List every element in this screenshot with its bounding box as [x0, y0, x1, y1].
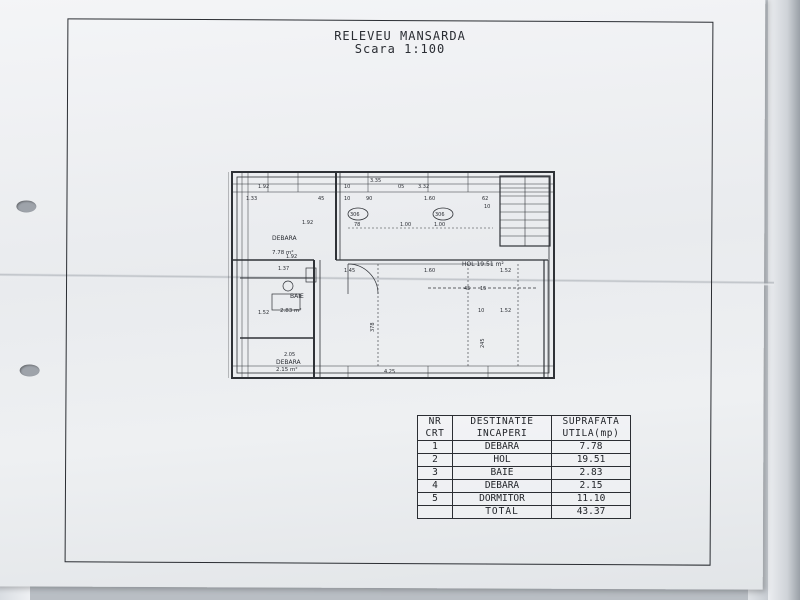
- toilet-icon: [282, 280, 294, 292]
- drawing-scale: Scara 1:100: [354, 42, 446, 56]
- floor-plan: 306 306 DEBARA 7.78 m² HOL 19.51 m² BAIE…: [228, 171, 555, 379]
- sink-icon: [271, 293, 301, 311]
- cell-dest: HOL: [452, 453, 552, 467]
- table-row: 1 DEBARA 7.78: [417, 440, 631, 454]
- header-sup-line2: UTILA(mp): [562, 428, 620, 439]
- dim-label: 1.52: [500, 308, 511, 314]
- dim-label: 1.60: [424, 268, 435, 274]
- dim-label: 2.05: [284, 352, 295, 358]
- label-baie-area: 2.83 m²: [280, 307, 302, 314]
- dim-label: 10: [344, 184, 350, 190]
- drawing-title: RELEVEU MANSARDA: [334, 29, 466, 43]
- cell-sup: 2.83: [551, 466, 631, 480]
- header-destinatie: DESTINATIE INCAPERI: [452, 415, 552, 441]
- punch-hole-top: [16, 200, 37, 213]
- label-debara-bottom-area: 2.15 m²: [276, 366, 298, 373]
- header-sup-line1: SUPRAFATA: [562, 416, 620, 427]
- dim-label: 78: [354, 222, 360, 228]
- room-306-a: 306: [350, 212, 360, 218]
- dim-label: 1.33: [246, 196, 257, 202]
- cell-sup: 2.15: [551, 479, 631, 493]
- dim-label: 10: [344, 196, 350, 202]
- cell-dest: BAIE: [452, 466, 552, 480]
- label-debara-top-area: 7.78 m²: [272, 249, 294, 256]
- header-suprafata: SUPRAFATA UTILA(mp): [551, 415, 631, 441]
- dim-label: 1.60: [424, 196, 435, 202]
- room-marker: [347, 207, 369, 221]
- dim-label: 90: [366, 196, 372, 202]
- cell-dest: DEBARA: [452, 479, 552, 493]
- cell-total-value: 43.37: [551, 505, 631, 519]
- dim-label: 1.45: [344, 268, 355, 274]
- dim-label: 245: [480, 338, 486, 348]
- cell-nr: 1: [417, 440, 453, 454]
- dim-label: 3.35: [370, 178, 381, 184]
- cell-nr: 4: [417, 479, 453, 493]
- dim-label: 1.52: [258, 310, 269, 316]
- header-nr-line2: CRT: [425, 428, 445, 439]
- dim-label: 1.00: [434, 222, 445, 228]
- cell-nr: 5: [417, 492, 453, 506]
- dim-label: 1.92: [258, 184, 269, 190]
- label-debara-top: DEBARA: [272, 235, 298, 242]
- header-dest-line1: DESTINATIE: [470, 416, 534, 427]
- room-marker: [432, 207, 454, 221]
- dim-label: 1.92: [286, 254, 297, 260]
- table-row: 2 HOL 19.51: [417, 453, 631, 467]
- inner-wall-line: [236, 176, 550, 374]
- outer-wall: [231, 171, 555, 379]
- cell-sup: 7.78: [551, 440, 631, 454]
- area-table: NR CRT DESTINATIE INCAPERI SUPRAFATA UTI…: [417, 415, 631, 519]
- dim-label: 1.92: [302, 220, 313, 226]
- dim-label: 1.37: [278, 266, 289, 272]
- dim-label: 10: [478, 308, 484, 314]
- cell-dest: DEBARA: [452, 440, 552, 454]
- dim-label: 15: [480, 286, 486, 292]
- table-header-row: NR CRT DESTINATIE INCAPERI SUPRAFATA UTI…: [417, 415, 631, 441]
- table-total-row: TOTAL 43.37: [417, 505, 631, 519]
- room-306-b: 306: [435, 212, 445, 218]
- table-row: 5 DORMITOR 11.10: [417, 492, 631, 506]
- cell-nr: 2: [417, 453, 453, 467]
- dim-label: 1.00: [400, 222, 411, 228]
- drawing-title-block: RELEVEU MANSARDA Scara 1:100: [250, 30, 550, 56]
- label-baie: BAIE: [290, 293, 304, 300]
- table-row: 4 DEBARA 2.15: [417, 479, 631, 493]
- header-nr: NR CRT: [417, 415, 453, 441]
- dim-label: 45: [464, 286, 470, 292]
- dim-label: 45: [318, 196, 324, 202]
- label-hol: HOL 19.51 m²: [462, 261, 504, 268]
- dim-label: 05: [398, 184, 404, 190]
- dim-label: 1.52: [500, 268, 511, 274]
- cell-dest: DORMITOR: [452, 492, 552, 506]
- header-nr-line1: NR: [428, 416, 442, 427]
- dim-label: 62: [482, 196, 488, 202]
- dim-label: 4.25: [384, 369, 395, 375]
- dim-label: 10: [484, 204, 490, 210]
- dim-label: 378: [370, 322, 376, 332]
- table-row: 3 BAIE 2.83: [417, 466, 631, 480]
- label-debara-bottom: DEBARA: [276, 359, 302, 366]
- cell-total-label: TOTAL: [452, 505, 552, 519]
- cell-total-empty: [417, 505, 453, 519]
- dim-label: 3.32: [418, 184, 429, 190]
- header-dest-line2: INCAPERI: [476, 428, 528, 439]
- cell-sup: 11.10: [551, 492, 631, 506]
- cell-nr: 3: [417, 466, 453, 480]
- punch-hole-bottom: [19, 364, 40, 377]
- cell-sup: 19.51: [551, 453, 631, 467]
- paper-stack-edge-back: [768, 0, 800, 600]
